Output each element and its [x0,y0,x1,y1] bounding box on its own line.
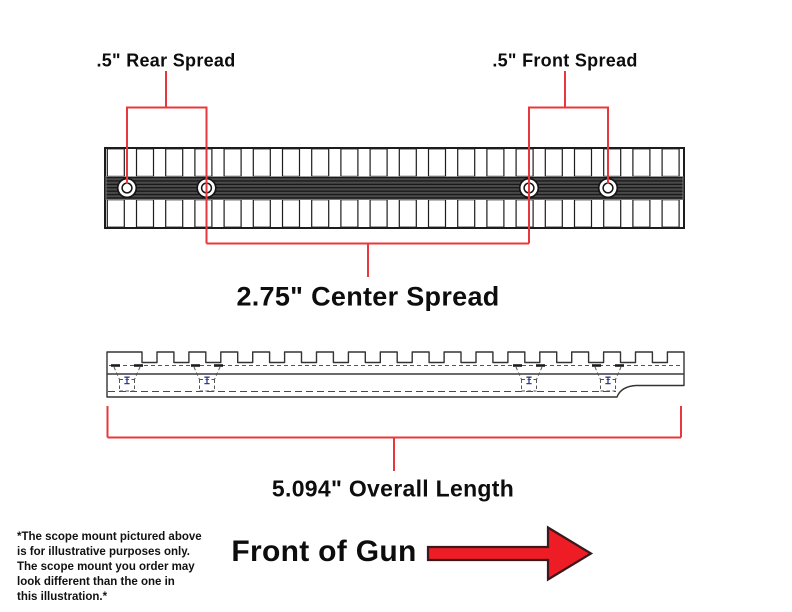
disclaimer-line: *The scope mount pictured above [17,531,202,543]
rail-side-view [106,351,685,398]
illustration-disclaimer: *The scope mount pictured above is for i… [17,530,232,605]
front-of-gun-label: Front of Gun [231,535,417,568]
disclaimer-line: The scope mount you order may [17,561,195,573]
rail-top-view [104,147,685,229]
front-direction-arrow [426,525,594,582]
disclaimer-line: this illustration.* [17,591,108,603]
rear-spread-label: .5" Rear Spread [96,50,236,71]
dimension-lines [106,71,682,471]
center-spread-label: 2.75" Center Spread [236,281,500,312]
disclaimer-line: look different than the one in [17,576,175,588]
disclaimer-line: is for illustrative purposes only. [17,546,190,558]
front-spread-label: .5" Front Spread [492,50,638,71]
overall-length-label: 5.094" Overall Length [271,475,515,502]
